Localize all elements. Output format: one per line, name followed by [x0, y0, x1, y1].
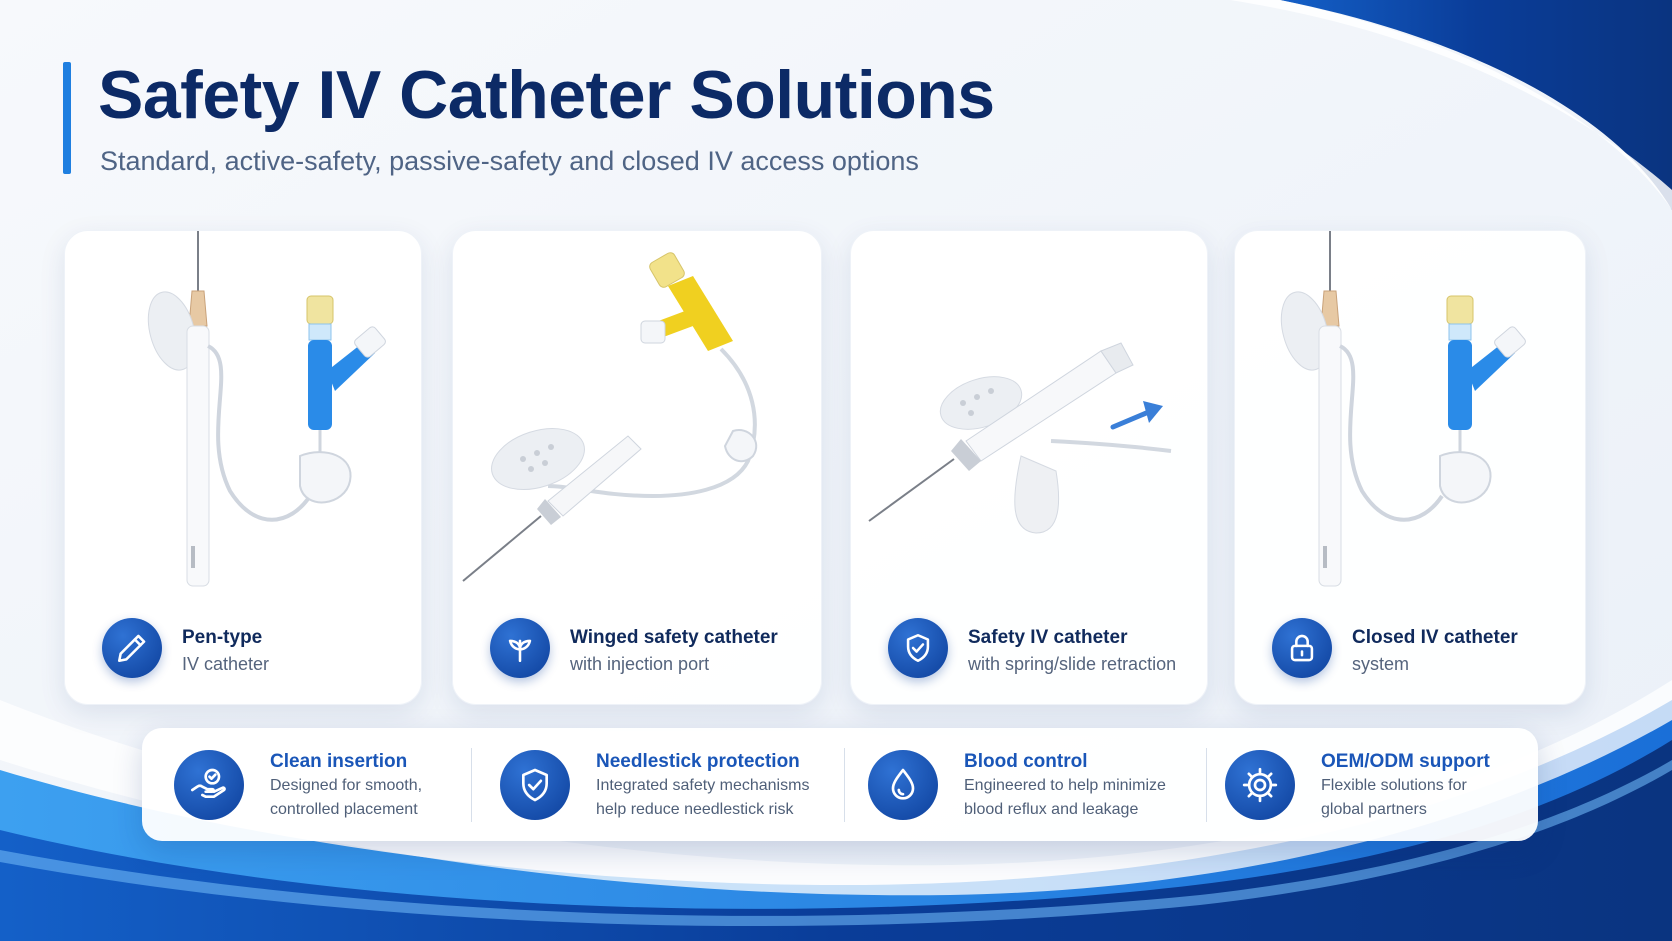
feature-line2: blood reflux and leakage [964, 801, 1139, 818]
page-subtitle: Standard, active-safety, passive-safety … [100, 146, 919, 176]
feature-line2: controlled placement [270, 801, 418, 818]
feature-line1: Integrated safety mechanisms [596, 777, 810, 794]
feature-title: OEM/ODM support [1321, 751, 1490, 772]
product-subtitle: with spring/slide retraction [968, 654, 1177, 674]
page-title: Safety IV Catheter Solutions [98, 57, 995, 133]
feature-title: Clean insertion [270, 751, 408, 772]
product-card-pen-type[interactable]: Pen-type IV catheter [64, 230, 422, 705]
feature-line2: global partners [1321, 801, 1427, 818]
feature-blood-control: Blood control Engineered to help minimiz… [836, 728, 1200, 841]
feature-title: Blood control [964, 751, 1088, 772]
title-accent-bar [63, 62, 71, 174]
feature-oem-odm-support: OEM/ODM support Flexible solutions for g… [1193, 728, 1538, 841]
product-card-winged[interactable]: Winged safety catheter with injection po… [452, 230, 822, 705]
feature-needlestick-protection: Needlestick protection Integrated safety… [468, 728, 834, 841]
shield-check-icon [888, 618, 948, 678]
gear-icon [1225, 750, 1295, 820]
feature-clean-insertion: Clean insertion Designed for smooth, con… [142, 728, 472, 841]
feature-line1: Flexible solutions for [1321, 777, 1467, 794]
closed-iv-catheter-image [1280, 231, 1526, 587]
feature-title: Needlestick protection [596, 751, 800, 772]
drop-icon [868, 750, 938, 820]
hand-check-icon [174, 750, 244, 820]
product-title: Pen-type [182, 627, 263, 648]
feature-line2: help reduce needlestick risk [596, 801, 794, 818]
safety-iv-catheter-image [868, 342, 1172, 534]
product-title: Closed IV catheter [1352, 627, 1518, 648]
product-card-closed-iv[interactable]: Closed IV catheter system [1234, 230, 1586, 705]
lock-icon [1272, 618, 1332, 678]
product-subtitle: with injection port [570, 654, 710, 674]
product-title: Winged safety catheter [570, 627, 778, 648]
pen-icon [102, 618, 162, 678]
winged-catheter-image [462, 252, 758, 582]
product-subtitle: system [1352, 654, 1410, 674]
product-card-safety-iv[interactable]: Safety IV catheter with spring/slide ret… [850, 230, 1208, 705]
product-subtitle: IV catheter [182, 654, 270, 674]
shield-check-icon [500, 750, 570, 820]
divider [1206, 748, 1207, 822]
wings-icon [490, 618, 550, 678]
feature-line1: Designed for smooth, [270, 777, 423, 794]
product-title: Safety IV catheter [968, 627, 1128, 648]
divider [844, 748, 845, 822]
features-bar: Clean insertion Designed for smooth, con… [142, 728, 1538, 841]
pen-type-catheter-image [147, 231, 386, 587]
feature-line1: Engineered to help minimize [964, 777, 1166, 794]
divider [471, 748, 472, 822]
